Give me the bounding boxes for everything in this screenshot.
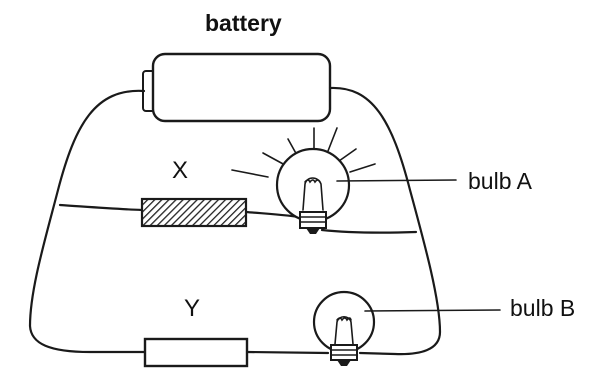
bulb-b-pointer xyxy=(364,309,501,312)
bulb-b-glass xyxy=(312,290,376,354)
light-rays xyxy=(231,127,376,178)
bulb-b-tip xyxy=(337,360,351,366)
left-wire xyxy=(28,89,147,354)
battery xyxy=(142,52,332,123)
bulb-b-coil xyxy=(336,317,352,322)
x-label: X xyxy=(172,157,188,184)
bulb-a-pointer xyxy=(336,179,457,182)
bulb-a xyxy=(231,127,376,234)
bulb-b-filament xyxy=(334,315,354,345)
branch-x-wire-left xyxy=(58,203,144,212)
battery-body xyxy=(151,52,332,123)
bulb-a-filament xyxy=(302,177,324,211)
component-y xyxy=(143,337,249,368)
bulb-a-base xyxy=(299,211,327,229)
battery-label: battery xyxy=(205,10,282,36)
bulb-b-label: bulb B xyxy=(510,295,575,321)
bulb-a-glass xyxy=(275,147,351,223)
bulb-b-base xyxy=(330,344,358,361)
bulb-a-tip xyxy=(306,228,320,234)
y-label: Y xyxy=(184,295,200,322)
bulb-a-label: bulb A xyxy=(468,168,533,194)
bulb-a-coil xyxy=(304,179,321,184)
component-x xyxy=(140,197,248,228)
branch-y-wire xyxy=(245,350,330,355)
branch-x-wire-right xyxy=(320,228,418,234)
bulb-b xyxy=(312,290,376,366)
right-wire xyxy=(328,86,442,356)
